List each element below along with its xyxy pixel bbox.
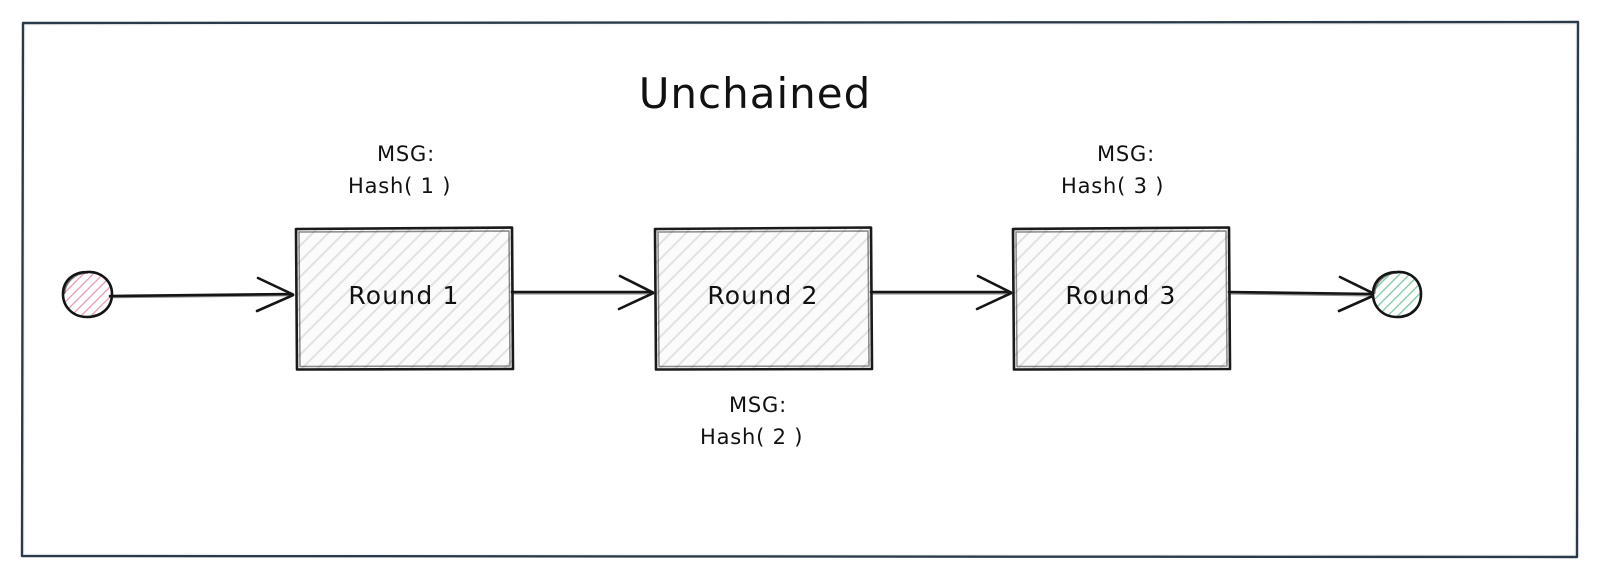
annotation-msg-2-line2: Hash( 2 ): [700, 425, 803, 449]
annotation-msg-1: MSG: Hash( 1 ): [348, 142, 451, 198]
process-box-round-1[interactable]: Round 1: [294, 226, 515, 371]
annotation-msg-3: MSG: Hash( 3 ): [1061, 142, 1164, 198]
annotation-msg-1-line1: MSG:: [377, 142, 435, 166]
annotation-msg-2-line1: MSG:: [729, 393, 787, 417]
annotation-msg-2: MSG: Hash( 2 ): [700, 393, 803, 449]
process-box-round-2[interactable]: Round 2: [653, 226, 874, 371]
process-box-round-3[interactable]: Round 3: [1011, 226, 1232, 371]
process-box-label: Round 1: [348, 281, 459, 310]
arrow-round-2-to-round-3: [869, 274, 1013, 311]
arrow-round-3-to-end: [1227, 275, 1377, 313]
arrow-start-to-round-1: [108, 276, 295, 313]
arrow-round-1-to-round-2: [510, 274, 655, 311]
page-title: Unchained: [639, 69, 872, 118]
annotation-msg-3-line2: Hash( 3 ): [1061, 174, 1164, 198]
end-node[interactable]: [1371, 270, 1423, 319]
outer-frame: [20, 20, 1580, 559]
process-box-label: Round 2: [707, 281, 818, 310]
start-node[interactable]: [61, 270, 114, 319]
process-box-label: Round 3: [1065, 281, 1176, 310]
annotation-msg-3-line1: MSG:: [1097, 142, 1155, 166]
annotation-msg-1-line2: Hash( 1 ): [348, 174, 451, 198]
